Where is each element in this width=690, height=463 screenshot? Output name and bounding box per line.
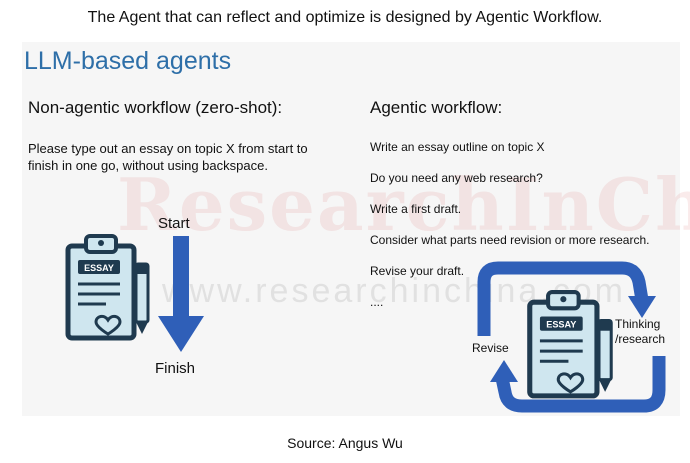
thinking-label: Thinking [615, 317, 661, 331]
clipboard-essay-icon: ESSAY [65, 234, 150, 341]
diagram-panel: ResearchInChina www.researchinchina.com … [22, 42, 690, 416]
source-caption: Source: Angus Wu [287, 435, 403, 451]
non-agentic-description: Please type out an essay on topic X from… [28, 141, 308, 173]
cycle-arrows [477, 261, 666, 413]
revise-label: Revise [472, 341, 509, 355]
agentic-step: Do you need any web research? [370, 171, 543, 185]
clipboard-tag: ESSAY [546, 320, 576, 330]
clipboard-tag: ESSAY [84, 263, 114, 273]
start-label: Start [158, 215, 190, 232]
finish-label: Finish [155, 360, 196, 377]
agentic-step: Revise your draft. [370, 264, 465, 278]
agentic-step: .... [370, 295, 384, 309]
agentic-step: Write an essay outline on topic X [370, 140, 545, 154]
agentic-heading: Agentic workflow: [370, 98, 503, 117]
panel-title: LLM-based agents [24, 47, 232, 75]
watermark: ResearchInChina [117, 162, 690, 247]
non-agentic-heading: Non-agentic workflow (zero-shot): [28, 98, 283, 117]
figure-caption: The Agent that can reflect and optimize … [87, 9, 603, 26]
agentic-step: Write a first draft. [370, 202, 462, 216]
agentic-step: Consider what parts need revision or mor… [370, 233, 650, 247]
down-arrow [158, 236, 204, 352]
research-label: /research [615, 332, 666, 346]
clipboard-essay-icon: ESSAY [527, 290, 613, 399]
